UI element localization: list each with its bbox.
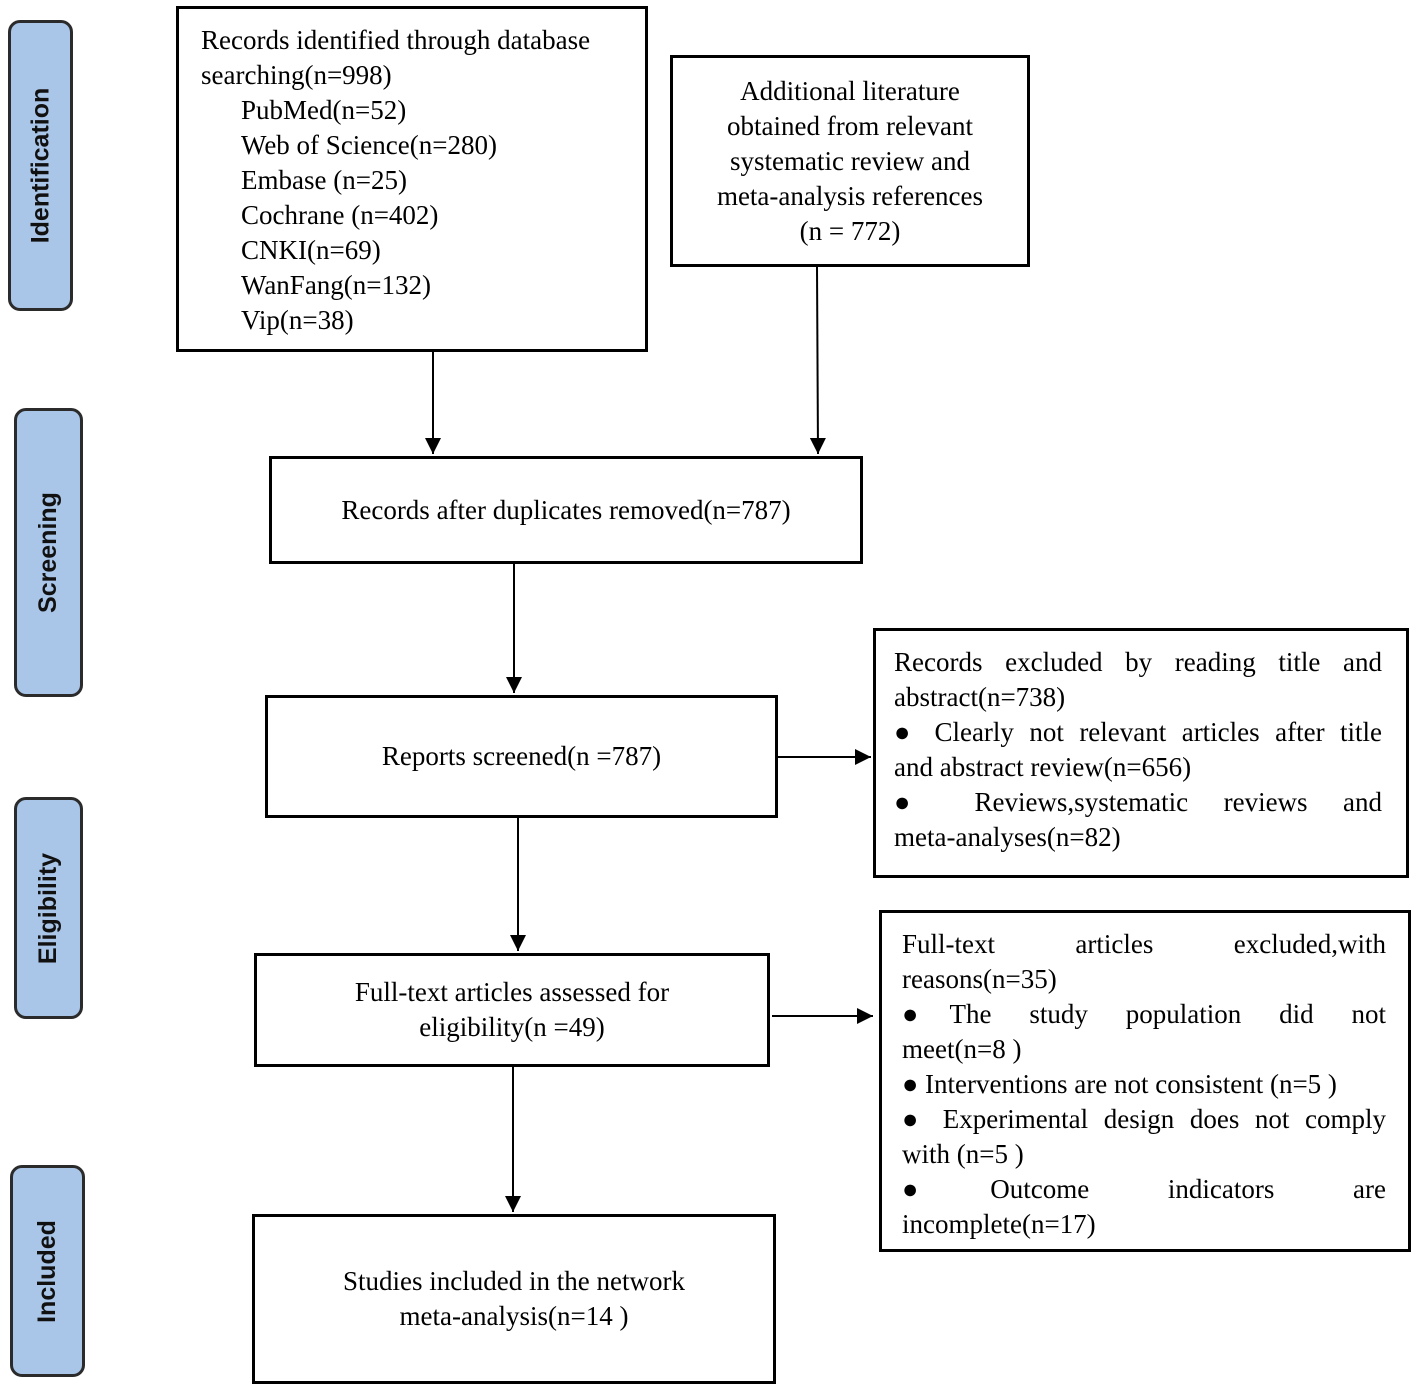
full-text-excluded-reason2: ● Interventions are not consistent (n=5 … — [902, 1069, 1337, 1099]
source-vip: Vip(n=38) — [241, 305, 354, 335]
source-cnki: CNKI(n=69) — [241, 235, 381, 265]
reports-screened-text: Reports screened(n =787) — [381, 741, 662, 771]
duplicates-removed-text: Records after duplicates removed(n=787) — [341, 494, 791, 525]
full-text-excluded-reason1: ●The study population did not — [902, 999, 1386, 1029]
database-records-title-line2: searching(n=998) — [201, 60, 392, 90]
additional-literature-count: (n = 772) — [799, 215, 901, 246]
additional-literature-line1: Additional literature — [740, 75, 960, 106]
reports-screened-box: Reports screened(n =787) — [265, 695, 778, 818]
phase-screening: Screening — [14, 408, 83, 697]
records-excluded-bullet2-cont: meta-analyses(n=82) — [894, 822, 1121, 852]
additional-literature-line3: systematic review and — [730, 145, 970, 176]
source-pubmed: PubMed(n=52) — [241, 95, 407, 125]
studies-included-line1: Studies included in the network — [343, 1266, 685, 1296]
studies-included-box: Studies included in the network meta-ana… — [252, 1214, 776, 1384]
arrow-additional-to-duplicates — [809, 266, 826, 455]
full-text-excluded-reason3: ● Experimental design does not comply — [902, 1104, 1386, 1134]
full-text-excluded-box: Full-text articles excluded,with reasons… — [879, 910, 1411, 1252]
records-excluded-bullet1-cont: and abstract review(n=656) — [894, 752, 1192, 782]
full-text-assessed-line1: Full-text articles assessed for — [354, 977, 670, 1007]
additional-literature-line4: meta-analysis references — [716, 180, 984, 211]
records-excluded-bullet1: ● Clearly not relevant articles after ti… — [894, 717, 1382, 747]
database-records-title-line1: Records identified through database — [201, 25, 591, 55]
source-embase: Embase (n=25) — [241, 165, 407, 195]
additional-literature-box: Additional literature obtained from rele… — [670, 55, 1030, 267]
source-web-of-science: Web of Science(n=280) — [241, 130, 497, 160]
full-text-assessed-line2: eligibility(n =49) — [419, 1012, 605, 1042]
full-text-excluded-reason1-cont: meet(n=8 ) — [902, 1034, 1022, 1064]
full-text-excluded-line1: Full-text articles excluded,with — [902, 929, 1386, 959]
full-text-assessed-box: Full-text articles assessed for eligibil… — [254, 953, 770, 1067]
phase-eligibility: Eligibility — [14, 797, 83, 1019]
source-cochrane: Cochrane (n=402) — [241, 200, 439, 230]
phase-included: Included — [10, 1165, 85, 1377]
records-excluded-line1: Records excluded by reading title and — [894, 647, 1382, 677]
source-wanfang: WanFang(n=132) — [241, 270, 432, 300]
records-excluded-bullet2: ● Reviews,systematic reviews and — [894, 787, 1382, 817]
duplicates-removed-box: Records after duplicates removed(n=787) — [269, 456, 863, 564]
records-excluded-line2: abstract(n=738) — [894, 682, 1066, 712]
phase-identification: Identification — [8, 20, 73, 311]
full-text-excluded-reason3-cont: with (n=5 ) — [902, 1139, 1024, 1169]
records-excluded-box: Records excluded by reading title and ab… — [873, 628, 1409, 878]
full-text-excluded-reason4: ●Outcome indicators are — [902, 1174, 1386, 1204]
additional-literature-line2: obtained from relevant — [727, 110, 973, 141]
database-records-box: Records identified through database sear… — [176, 6, 648, 352]
studies-included-line2: meta-analysis(n=14 ) — [399, 1301, 629, 1331]
full-text-excluded-reason4-cont: incomplete(n=17) — [902, 1209, 1096, 1239]
full-text-excluded-line2: reasons(n=35) — [902, 964, 1057, 994]
